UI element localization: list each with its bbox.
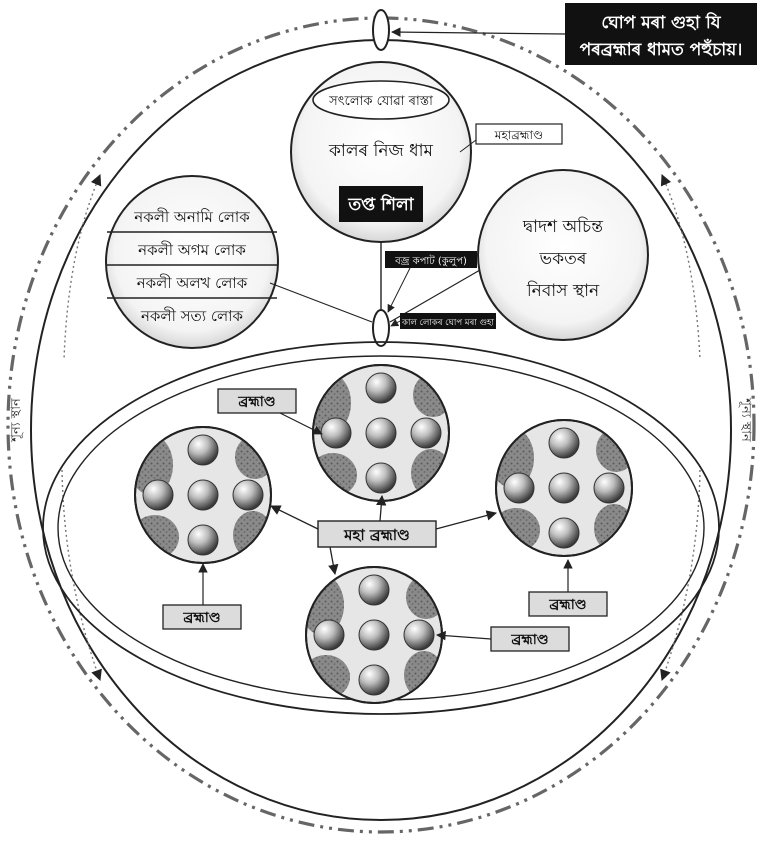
kal-cave-tag-label: কাল লোকৰ ঘোপ মৰা গুহা: [401, 318, 494, 328]
right-side-label: শূন্য স্থান: [738, 397, 753, 442]
planet-sphere: [365, 462, 397, 494]
vajra-tag-line: [387, 267, 411, 313]
kal-cave-tag: [400, 313, 496, 329]
planet-sphere: [548, 517, 580, 549]
devotees-abode-circle: [477, 169, 649, 341]
planet-sphere: [232, 479, 264, 511]
planet-sphere: [358, 574, 390, 606]
svg-text:ব্ৰহ্মাণ্ড: ব্ৰহ্মাণ্ড: [510, 632, 548, 648]
kal-abode-title: কালৰ নিজ ধাম: [328, 140, 434, 161]
center-arrow-top: [376, 494, 387, 522]
planet-sphere: [313, 619, 345, 651]
maha-brahmand-tag-label: মহাব্ৰহ্মাণ্ড: [494, 128, 543, 142]
planet-sphere: [187, 524, 219, 556]
center-maha-brahmand-label: মহা ব্ৰহ্মাণ্ড: [343, 526, 410, 544]
kal-cave-tag-line: [390, 319, 401, 327]
connector-fake-to-cave: [269, 282, 373, 323]
center-arrow-right: [435, 510, 498, 530]
vajra-tag: [385, 251, 477, 268]
brahmand-tag-bottom: ব্ৰহ্মাণ্ড: [436, 626, 570, 652]
planet-sphere: [358, 619, 390, 651]
planet-sphere: [548, 472, 580, 504]
fake-lok-1: নকলী অনামি লোক: [133, 208, 250, 226]
fake-lok-2: নকলী অগম লোক: [137, 241, 246, 259]
brahmand-circle-top: [312, 364, 450, 502]
header-pointer-line: [391, 27, 566, 37]
devotees-line-3: নিবাস স্থান: [526, 280, 600, 301]
outer-dashed-boundary: [6, 16, 756, 834]
svg-text:ব্ৰহ্মাণ্ড: ব্ৰহ্মাণ্ড: [548, 597, 586, 613]
center-arrow-left: [270, 505, 319, 530]
planet-sphere: [365, 372, 397, 404]
tapt-shila-label: তপ্ত শিলা: [347, 193, 414, 215]
brahmand-tag-top: ব্ৰহ্মাণ্ড: [217, 388, 323, 435]
devotees-line-2: ভকতৰ: [539, 249, 587, 269]
left-side-label: শূন্য স্থান: [9, 398, 24, 443]
center-arrow-bottom: [328, 546, 339, 576]
brahmand-tag-left: ব্ৰহ্মাণ্ড: [162, 563, 242, 630]
planet-sphere: [187, 434, 219, 466]
svg-text:ব্ৰহ্মাণ্ড: ব্ৰহ্মাণ্ড: [237, 394, 275, 410]
maha-brahmand-tag-line: [459, 139, 477, 153]
planet-sphere: [358, 664, 390, 696]
planet-sphere: [548, 427, 580, 459]
tapt-shila-box: [339, 186, 423, 222]
vajra-tag-label: বজ্ৰ কপাট (কুলুপ): [394, 254, 467, 267]
planet-sphere: [365, 417, 397, 449]
brahmand-circle-left: [134, 426, 272, 564]
kal-lok-cave-oval: [372, 309, 390, 347]
fake-lok-4: নকলী সত্য লোক: [140, 307, 244, 325]
planet-sphere: [320, 417, 352, 449]
header-box: [565, 3, 757, 65]
maha-brahmand-tag: [475, 123, 563, 145]
planet-sphere: [403, 619, 435, 651]
top-cave-oval: [372, 9, 390, 51]
planet-sphere: [410, 417, 442, 449]
planet-sphere: [187, 479, 219, 511]
center-maha-brahmand-box: [317, 520, 437, 548]
devotees-line-1: দ্বাদশ অচিন্ত: [522, 216, 603, 237]
maha-brahmand-outer-ellipse: [42, 341, 720, 715]
satlok-road-oval: [312, 80, 450, 120]
fake-lok-3: নকলী অলখ লোক: [136, 274, 248, 292]
header-line-2: পৰব্ৰহ্মাৰ ধামত পহুঁচায়।: [580, 38, 743, 60]
planet-sphere: [593, 472, 625, 504]
brahmand-tag-right: ব্ৰহ্মাণ্ড: [528, 559, 608, 617]
satlok-road-label: সৎলোক যোৱা ৰাস্তা: [328, 94, 433, 109]
fake-loks-circle: [105, 175, 279, 349]
planet-sphere: [142, 479, 174, 511]
header-line-1: ঘোপ মৰা গুহা যি: [601, 11, 721, 33]
svg-text:ব্ৰহ্মাণ্ড: ব্ৰহ্মাণ্ড: [182, 610, 220, 626]
brahmand-circle-right: [495, 419, 633, 557]
planet-sphere: [503, 472, 535, 504]
